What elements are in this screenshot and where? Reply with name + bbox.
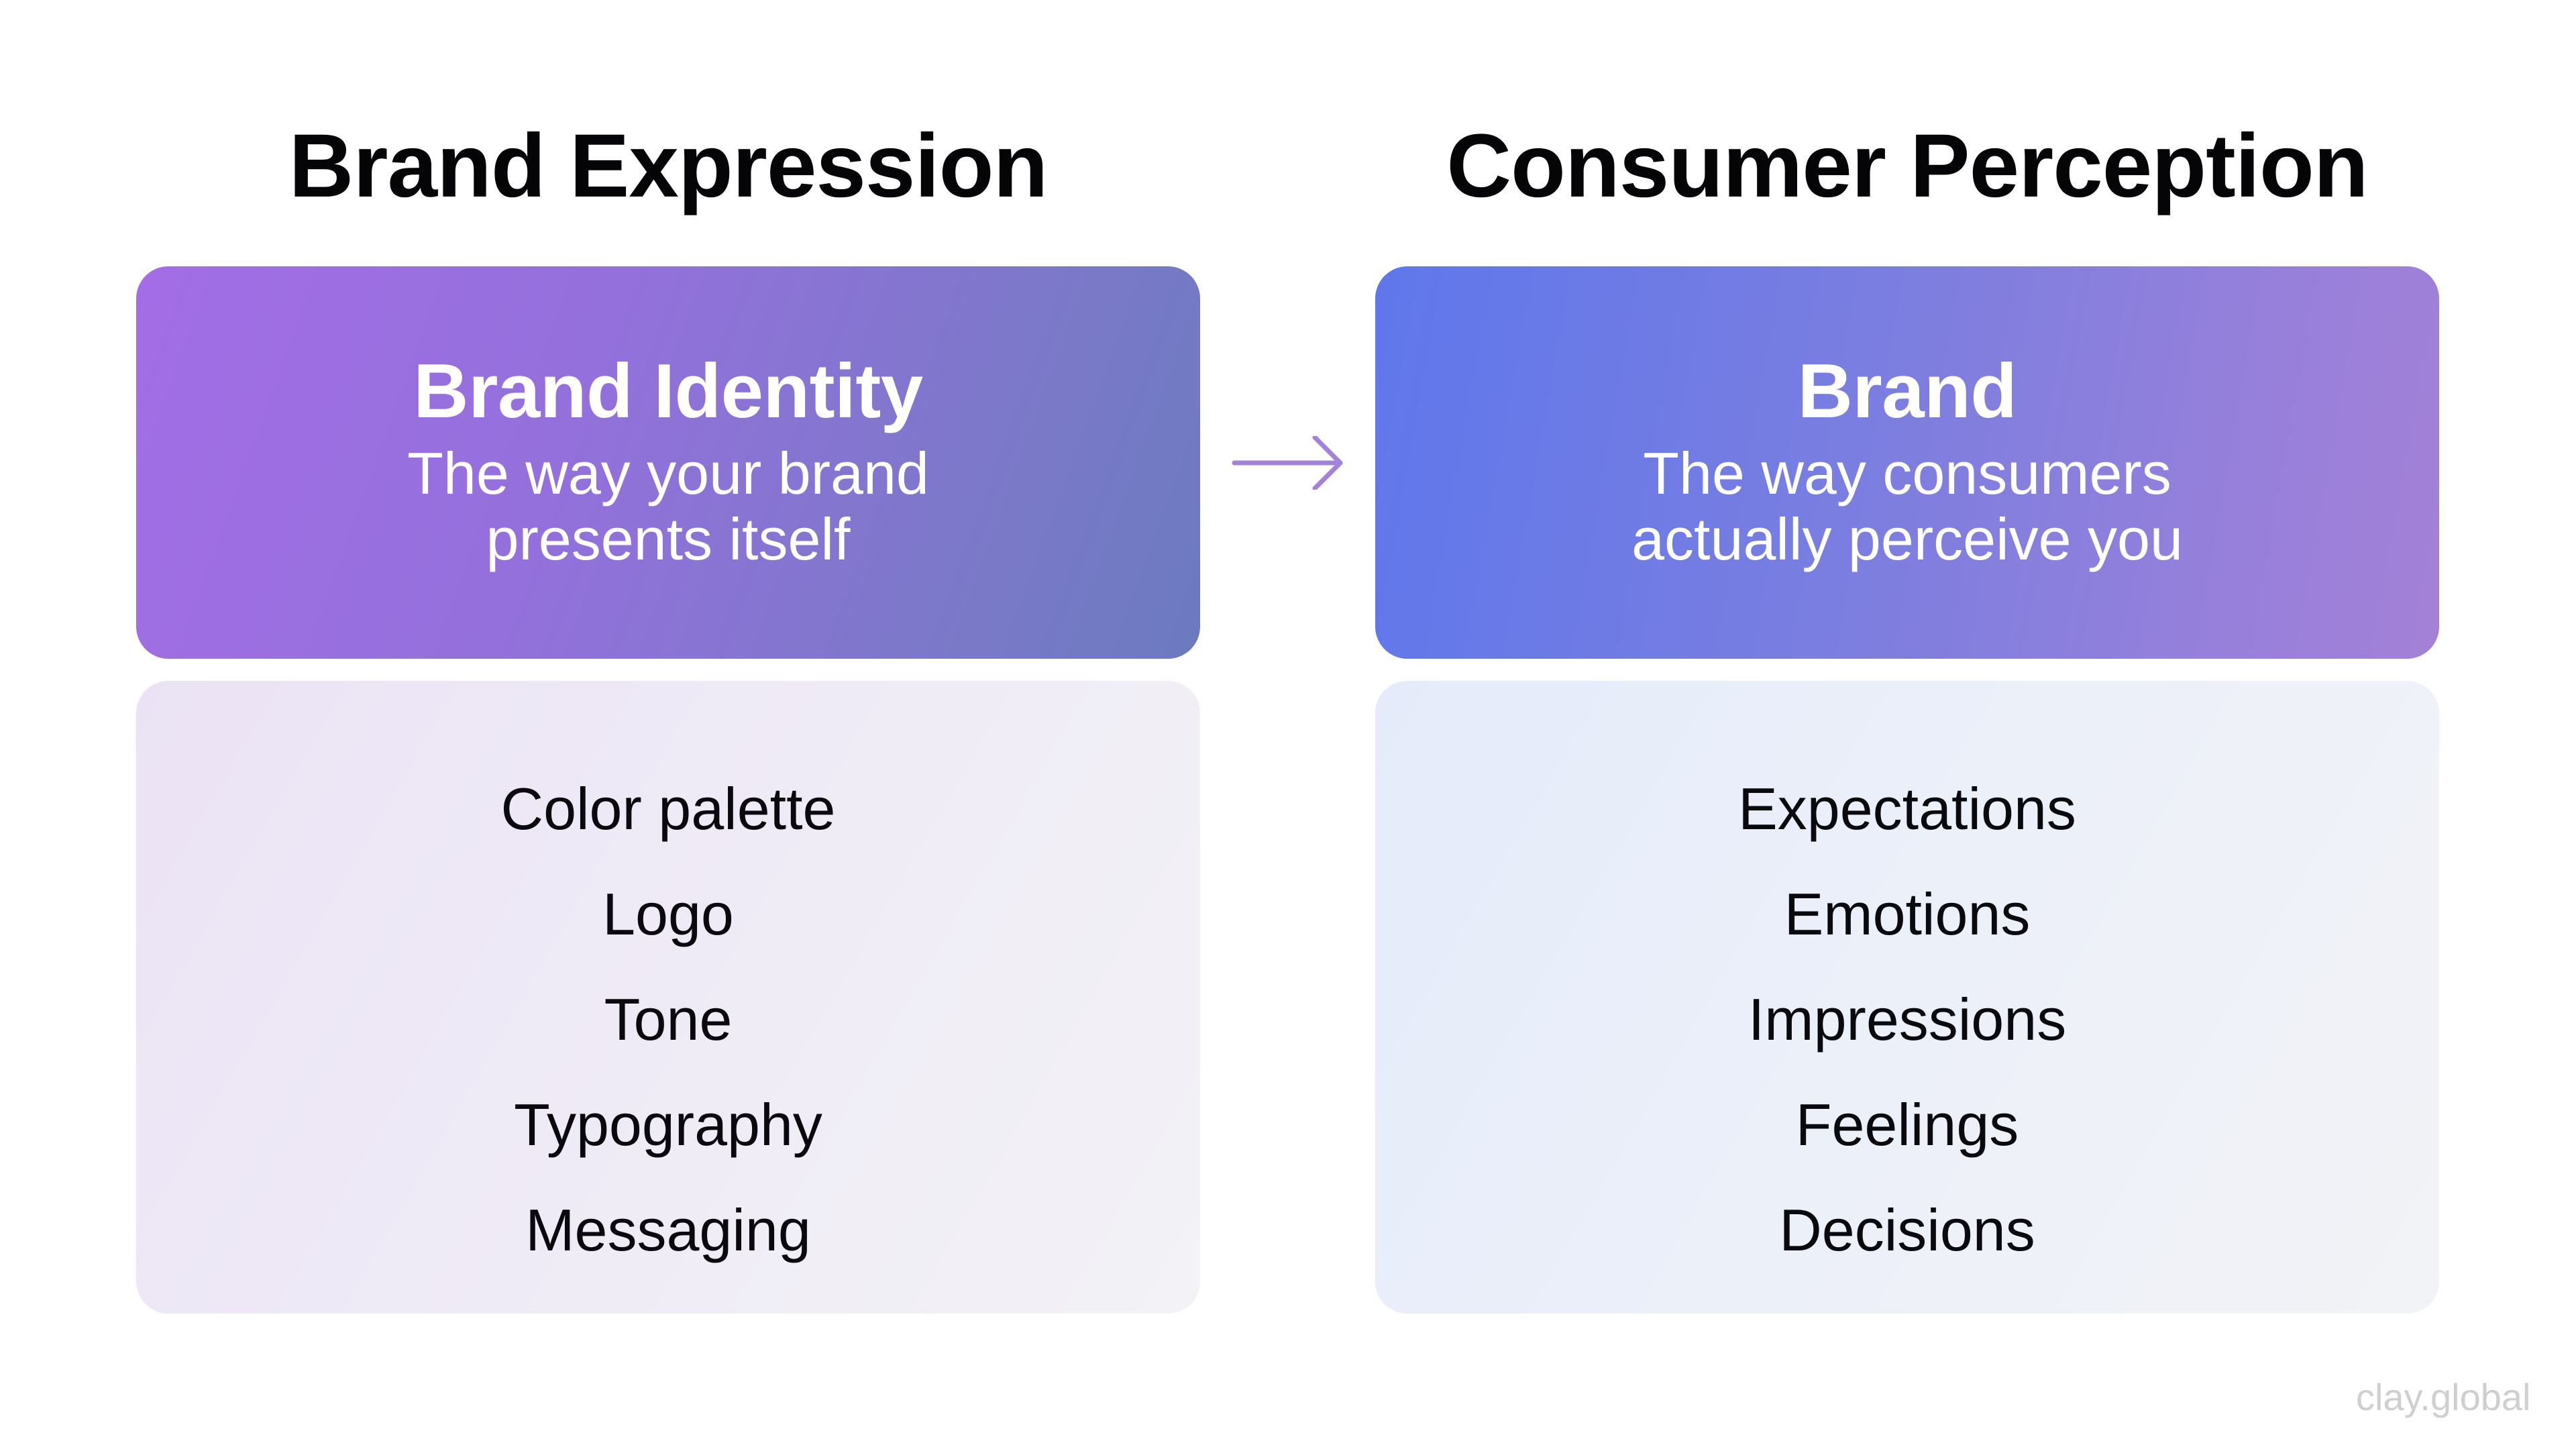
consumer-perception-heading: Consumer Perception: [1446, 116, 2368, 216]
list-item: Color palette: [500, 775, 836, 842]
list-item: Logo: [602, 881, 734, 947]
list-item: Tone: [604, 986, 733, 1053]
watermark: clay.global: [2356, 1376, 2531, 1418]
subtitle-line: presents itself: [486, 506, 851, 572]
brand-identity-title: Brand Identity: [413, 349, 923, 434]
list-item: Emotions: [1784, 881, 2031, 947]
brand-identity-subtitle: The way your brand presents itself: [136, 441, 1200, 572]
subtitle-line: The way your brand: [407, 440, 929, 506]
brand-subtitle: The way consumers actually perceive you: [1375, 441, 2439, 572]
list-item: Typography: [514, 1091, 822, 1158]
brand-identity-card: Brand Identity The way your brand presen…: [136, 266, 1200, 659]
list-item: Impressions: [1748, 986, 2067, 1053]
consumer-perception-list-card: Expectations Emotions Impressions Feelin…: [1375, 681, 2439, 1313]
brand-expression-list-card: Color palette Logo Tone Typography Messa…: [136, 681, 1200, 1313]
arrow-right-icon: [1232, 436, 1343, 490]
subtitle-line: actually perceive you: [1631, 506, 2183, 572]
list-item: Feelings: [1795, 1091, 2019, 1158]
consumer-perception-list: Expectations Emotions Impressions Feelin…: [1375, 756, 2439, 1283]
subtitle-line: The way consumers: [1643, 440, 2171, 506]
list-item: Expectations: [1738, 775, 2076, 842]
brand-expression-heading: Brand Expression: [288, 116, 1049, 216]
brand-title: Brand: [1797, 349, 2017, 434]
list-item: Decisions: [1779, 1197, 2035, 1263]
brand-card: Brand The way consumers actually perceiv…: [1375, 266, 2439, 659]
list-item: Messaging: [525, 1197, 811, 1263]
brand-expression-list: Color palette Logo Tone Typography Messa…: [136, 756, 1200, 1283]
